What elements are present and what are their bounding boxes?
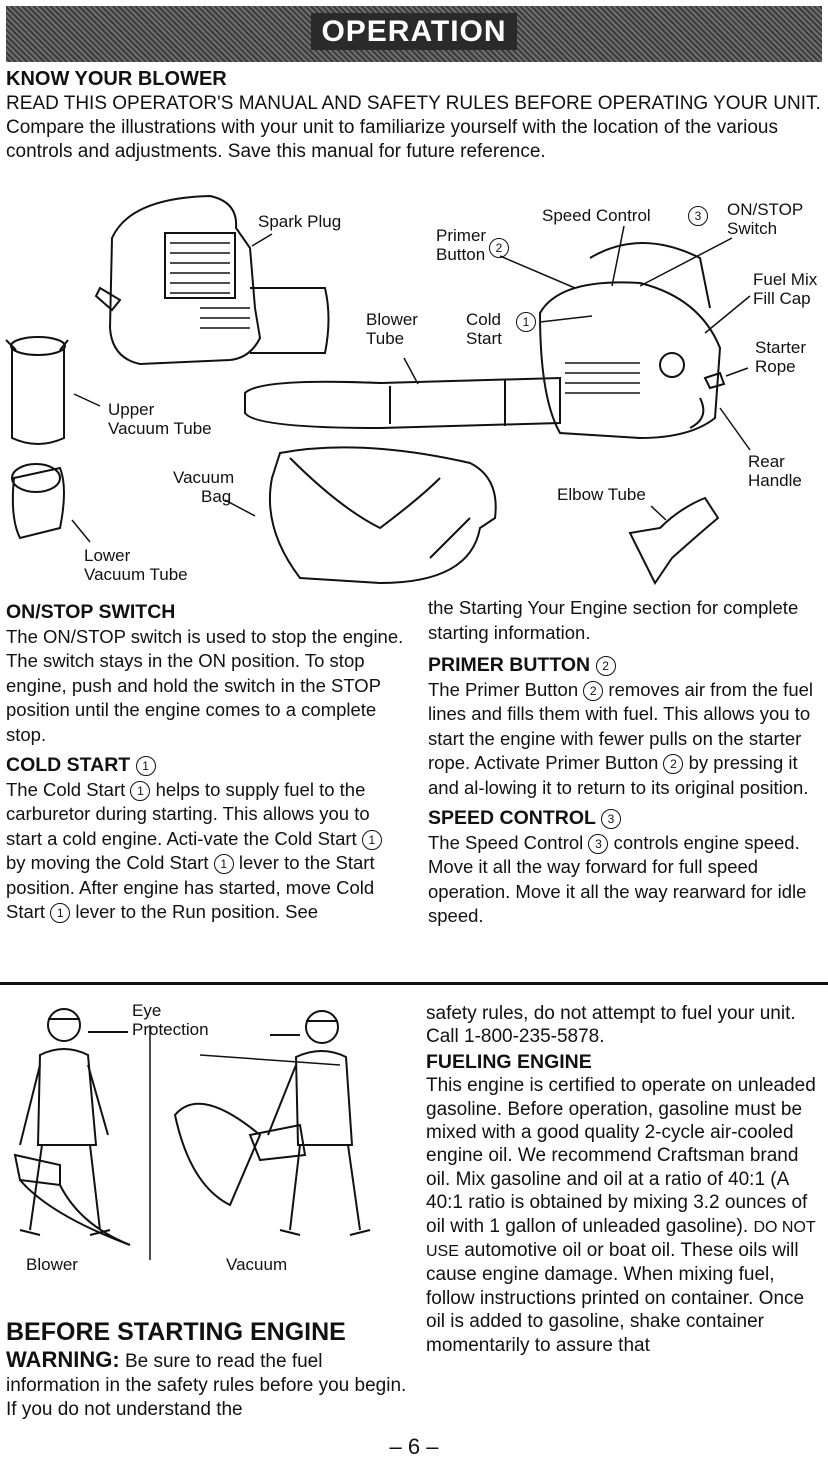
speed-control-text: The Speed Control 3 controls engine spee… [428, 831, 807, 927]
callout-1: 1 [516, 312, 536, 332]
operator-illustration: Eye Protection Blower Vacuum [0, 995, 420, 1285]
left-column: ON/STOP SWITCH The ON/STOP switch is use… [6, 596, 406, 925]
callout-3: 3 [688, 206, 708, 226]
callout-3: 3 [588, 833, 609, 854]
label-speed-control: Speed Control [542, 206, 651, 225]
callout-2: 2 [583, 680, 604, 701]
callout-1: 1 [361, 829, 382, 850]
callout-2: 2 [489, 238, 509, 258]
operators-figure [13, 1008, 371, 1260]
callout-1: 1 [50, 903, 71, 923]
callout-3: 3 [601, 809, 621, 829]
label-starter-rope: Starter Rope [755, 338, 807, 376]
callout-1: 1 [130, 780, 151, 801]
section-divider [0, 982, 828, 985]
label-primer-button: Primer Button [436, 226, 487, 264]
label-fuel-mix-fill-cap: Fuel Mix Fill Cap [753, 270, 818, 308]
fueling-column: safety rules, do not attempt to fuel you… [426, 1002, 826, 1357]
safety-call-text: safety rules, do not attempt to fuel you… [426, 1003, 796, 1048]
fueling-heading: FUELING ENGINE [426, 1050, 592, 1073]
starting-reference-text: the Starting Your Engine section for com… [428, 597, 799, 643]
label-on-stop-switch: ON/STOP Switch [727, 200, 804, 238]
warning-text: Be sure to read the fuel information in … [6, 1351, 407, 1420]
primer-heading: PRIMER BUTTON 2 [428, 653, 826, 678]
page-number: – 6 – [389, 1434, 439, 1459]
callout-1: 1 [213, 854, 234, 874]
callout-2: 2 [595, 656, 616, 676]
intro-text: READ THIS OPERATOR'S MANUAL AND SAFETY R… [6, 93, 821, 162]
label-blower-mode: Blower [26, 1255, 78, 1274]
warning-label: WARNING: [6, 1347, 120, 1372]
fueling-text: This engine is certified to operate on u… [426, 1075, 816, 1356]
label-rear-handle: Rear Handle [748, 452, 802, 490]
cold-start-text: The Cold Start 1 helps to supply fuel to… [6, 778, 406, 925]
label-spark-plug: Spark Plug [258, 212, 342, 231]
label-vacuum-bag: Vacuum Bag [173, 468, 235, 506]
primer-text: The Primer Button 2 removes air from the… [428, 678, 814, 798]
label-cold-start: Cold Start [466, 310, 502, 348]
label-upper-vacuum-tube: Upper Vacuum Tube [108, 400, 212, 438]
label-elbow-tube: Elbow Tube [557, 485, 646, 504]
callout-2: 2 [663, 754, 684, 774]
blower-diagram: Spark Plug Primer Button 2 Speed Control… [0, 188, 828, 593]
warning-block: WARNING: Be sure to read the fuel inform… [6, 1348, 411, 1422]
onstop-text: The ON/STOP switch is used to stop the e… [6, 625, 404, 745]
callout-1: 1 [135, 756, 156, 776]
before-starting-heading: BEFORE STARTING ENGINE [6, 1318, 346, 1346]
label-lower-vacuum-tube: Lower Vacuum Tube [84, 546, 188, 584]
blower-illustration [5, 194, 751, 585]
onstop-heading: ON/STOP SWITCH [6, 601, 176, 623]
label-vacuum-mode: Vacuum [226, 1255, 288, 1274]
right-column: the Starting Your Engine section for com… [428, 596, 826, 929]
label-blower-tube: Blower Tube [366, 310, 418, 348]
label-eye-protection: Eye Protection [132, 1001, 209, 1039]
page-title: OPERATION [311, 13, 517, 50]
speed-control-heading: SPEED CONTROL 3 [428, 806, 826, 831]
header-banner: OPERATION [6, 6, 822, 62]
cold-start-heading: COLD START 1 [6, 753, 406, 778]
intro-heading: KNOW YOUR BLOWER [6, 68, 227, 90]
